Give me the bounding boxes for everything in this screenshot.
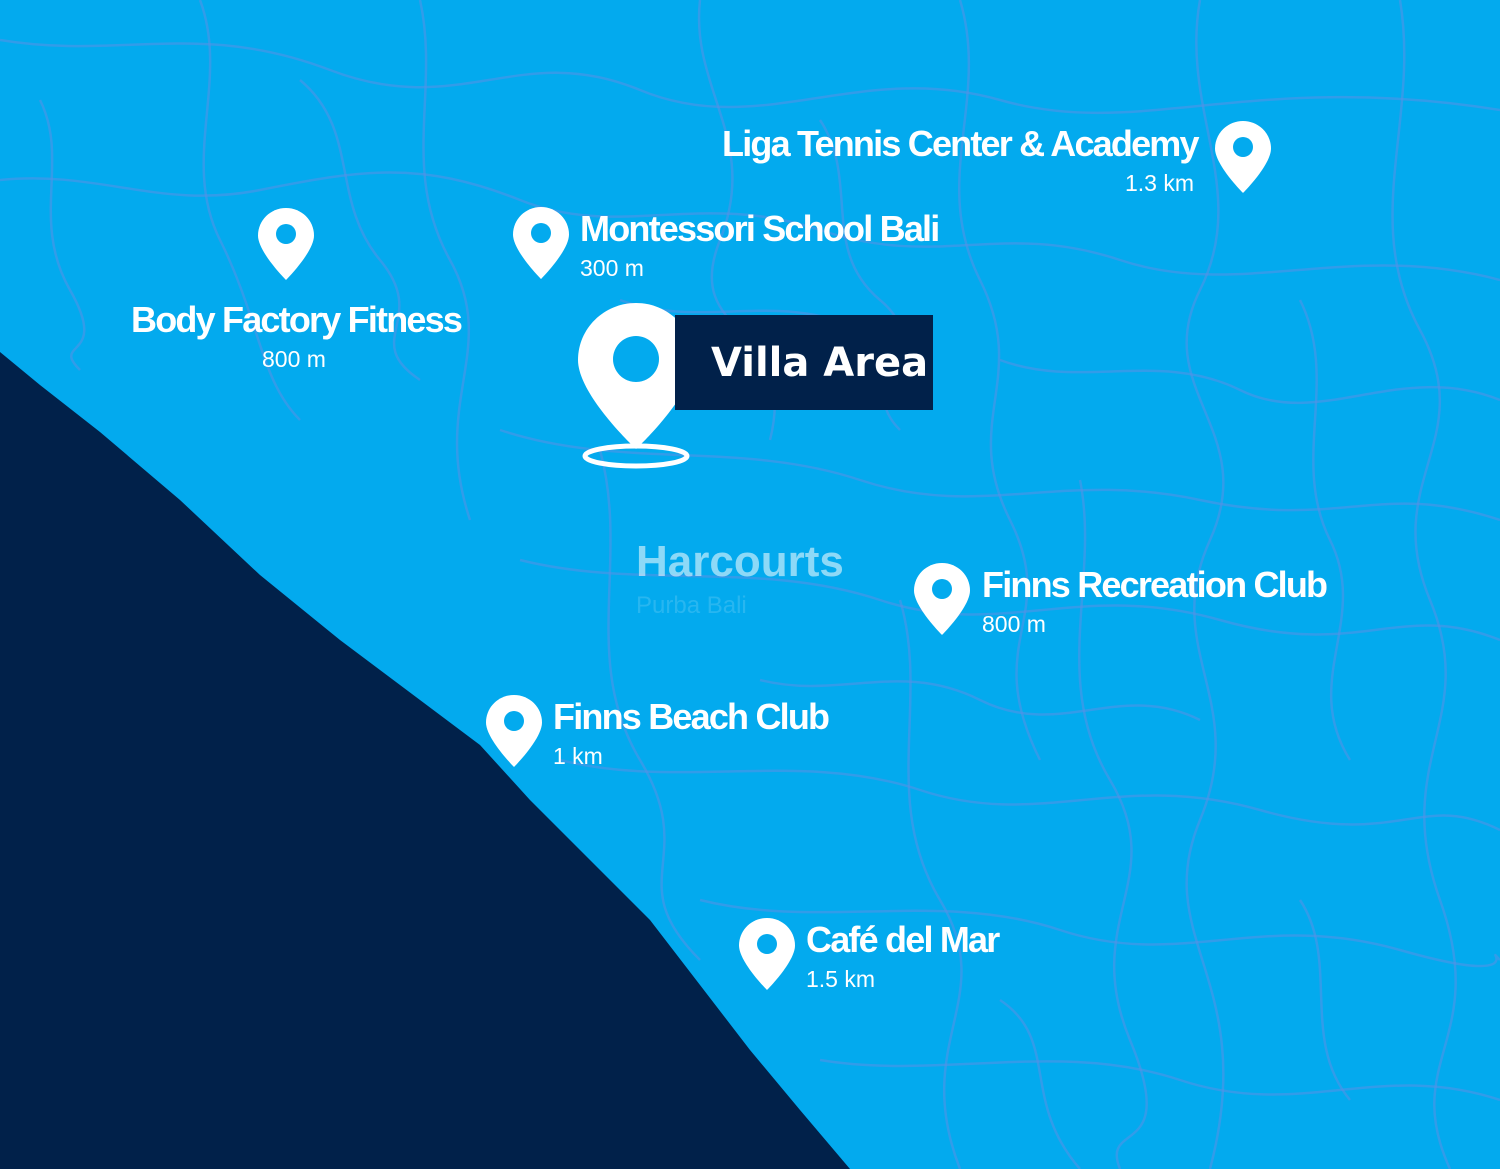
watermark-brand: Harcourts bbox=[636, 537, 844, 586]
map-pin-icon[interactable] bbox=[258, 208, 314, 280]
map-pin-icon[interactable] bbox=[486, 695, 542, 767]
watermark-logo: Harcourts Purba Bali bbox=[636, 540, 844, 618]
watermark-subtitle: Purba Bali bbox=[636, 592, 747, 619]
map-pin-icon[interactable] bbox=[513, 207, 569, 279]
poi-label-liga-tennis[interactable]: Liga Tennis Center & Academy bbox=[722, 123, 1200, 164]
map-pin-icon[interactable] bbox=[1215, 121, 1271, 193]
poi-distance-finns-recreation: 800 m bbox=[982, 611, 1046, 637]
map-pin-icon[interactable] bbox=[739, 918, 795, 990]
main-location-text: Villa Area bbox=[711, 339, 929, 386]
poi-label-finns-beach[interactable]: Finns Beach Club bbox=[553, 696, 830, 737]
poi-distance-body-factory: 800 m bbox=[262, 346, 326, 372]
sea-area bbox=[0, 352, 850, 1169]
poi-label-montessori[interactable]: Montessori School Bali bbox=[580, 208, 940, 249]
map-pin-icon[interactable] bbox=[914, 563, 970, 635]
poi-distance-cafe-del-mar: 1.5 km bbox=[806, 966, 876, 992]
poi-distance-montessori: 300 m bbox=[580, 255, 644, 281]
main-location-label[interactable]: Villa Area bbox=[675, 315, 933, 410]
poi-label-finns-recreation[interactable]: Finns Recreation Club bbox=[982, 564, 1328, 605]
map-pin-icon[interactable] bbox=[578, 303, 694, 471]
poi-distance-liga-tennis: 1.3 km bbox=[1125, 170, 1195, 196]
poi-label-body-factory[interactable]: Body Factory Fitness bbox=[131, 299, 463, 340]
poi-distance-finns-beach: 1 km bbox=[553, 743, 603, 769]
poi-label-cafe-del-mar[interactable]: Café del Mar bbox=[806, 919, 1000, 960]
